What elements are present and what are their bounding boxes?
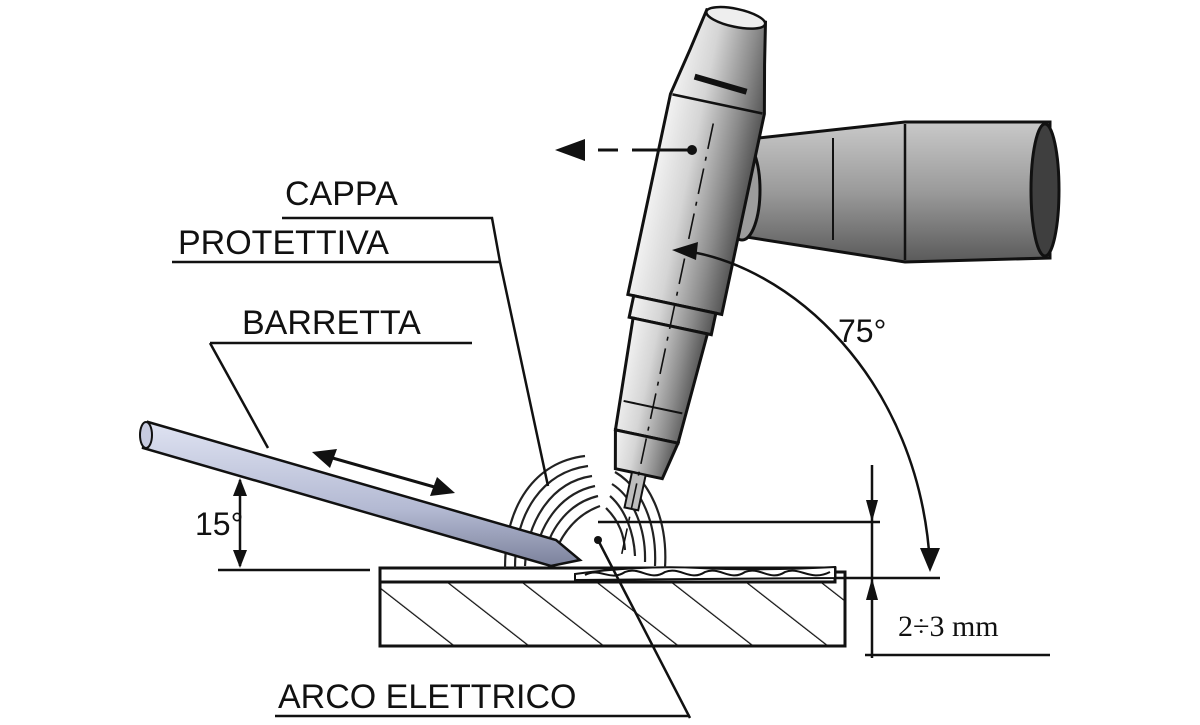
weld-bead [574, 565, 836, 582]
label-barretta: BARRETTA [242, 304, 421, 342]
arc-length-dimension [598, 465, 1050, 658]
angle-15-label: 15° [195, 506, 243, 542]
tig-torch [613, 5, 1061, 555]
direction-arrow-left-icon [555, 139, 692, 161]
angle-arc-arrow-icon [672, 242, 940, 572]
filler-rod [139, 420, 583, 568]
torch-handle [722, 120, 1061, 264]
angle-75-label: 75° [838, 313, 886, 349]
rod-angle-dimension [218, 478, 370, 572]
double-headed-arrow-icon [312, 449, 455, 496]
torch-body [613, 5, 768, 555]
label-cappa: CAPPA [285, 175, 398, 213]
dimension-label: 2÷3 mm [898, 610, 999, 643]
label-protettiva: PROTETTIVA [178, 224, 389, 262]
leader-lines [172, 216, 692, 719]
label-arco-elettrico: ARCO ELETTRICO [278, 678, 576, 716]
